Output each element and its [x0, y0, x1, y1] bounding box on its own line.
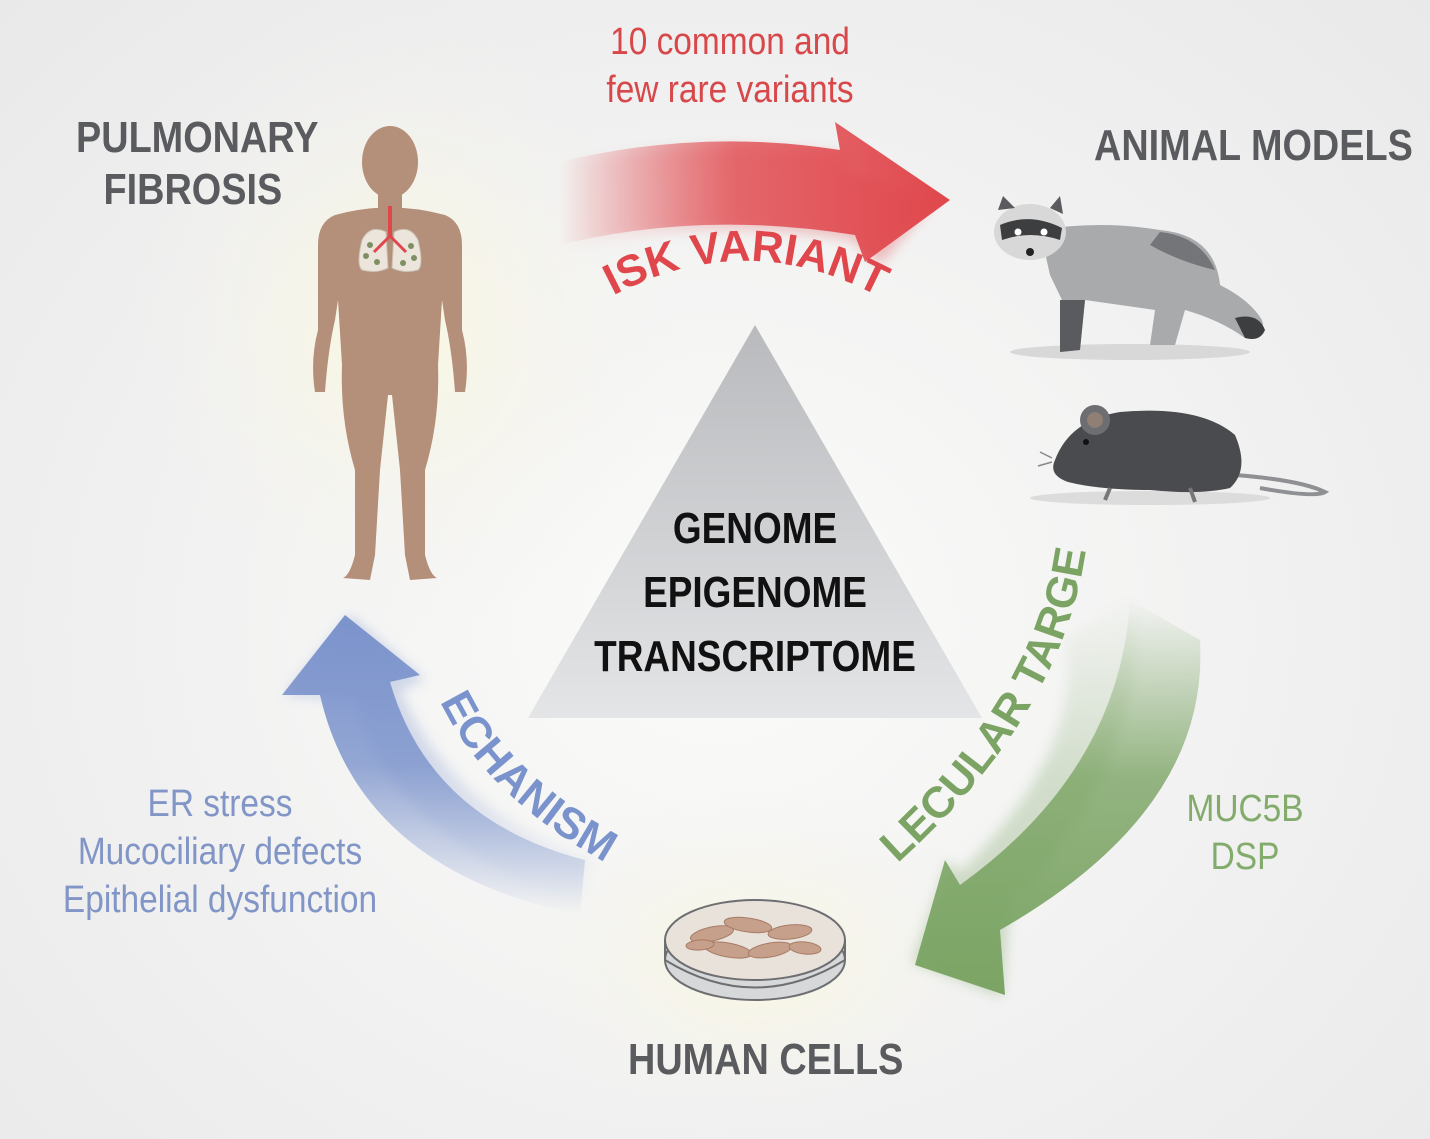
risk-variants-arrow	[560, 122, 950, 265]
mechanisms-note-line2: Mucociliary defects	[77, 831, 363, 873]
mouse-icon	[1030, 405, 1330, 505]
lungs-icon	[358, 206, 422, 273]
petri-dish-cells-icon	[664, 899, 846, 1001]
center-genome: GENOME	[672, 504, 838, 553]
molecular-targets-note-line2: DSP	[1210, 836, 1280, 878]
animal-models-heading: ANIMAL MODELS	[1094, 121, 1413, 170]
human-body-with-lungs-icon	[313, 126, 467, 580]
human-cells-heading: HUMAN CELLS	[628, 1035, 904, 1084]
risk-variants-note-line1: 10 common and	[610, 21, 850, 63]
center-transcriptome: TRANSCRIPTOME	[594, 632, 916, 681]
center-omics-text: GENOME EPIGENOME TRANSCRIPTOME	[503, 497, 1007, 689]
pulmonary-fibrosis-heading: PULMONARY FIBROSIS	[76, 112, 318, 216]
center-triangle	[528, 325, 982, 718]
ferret-icon	[994, 196, 1265, 360]
risk-variants-note: 10 common and few rare variants	[563, 18, 897, 114]
mechanisms-note: ER stress Mucociliary defects Epithelial…	[26, 780, 413, 924]
molecular-targets-note-line1: MUC5B	[1186, 788, 1304, 830]
molecular-targets-arrow	[912, 595, 1201, 997]
pulmonary-fibrosis-line2: FIBROSIS	[103, 165, 283, 214]
mechanisms-note-line1: ER stress	[147, 783, 293, 825]
risk-variants-note-line2: few rare variants	[606, 69, 854, 111]
molecular-targets-note: MUC5B DSP	[1157, 785, 1333, 881]
mechanisms-note-line3: Epithelial dysfunction	[62, 879, 378, 921]
pulmonary-fibrosis-line1: PULMONARY	[76, 113, 319, 162]
mechanisms-arrow	[282, 615, 590, 915]
center-epigenome: EPIGENOME	[643, 568, 867, 617]
